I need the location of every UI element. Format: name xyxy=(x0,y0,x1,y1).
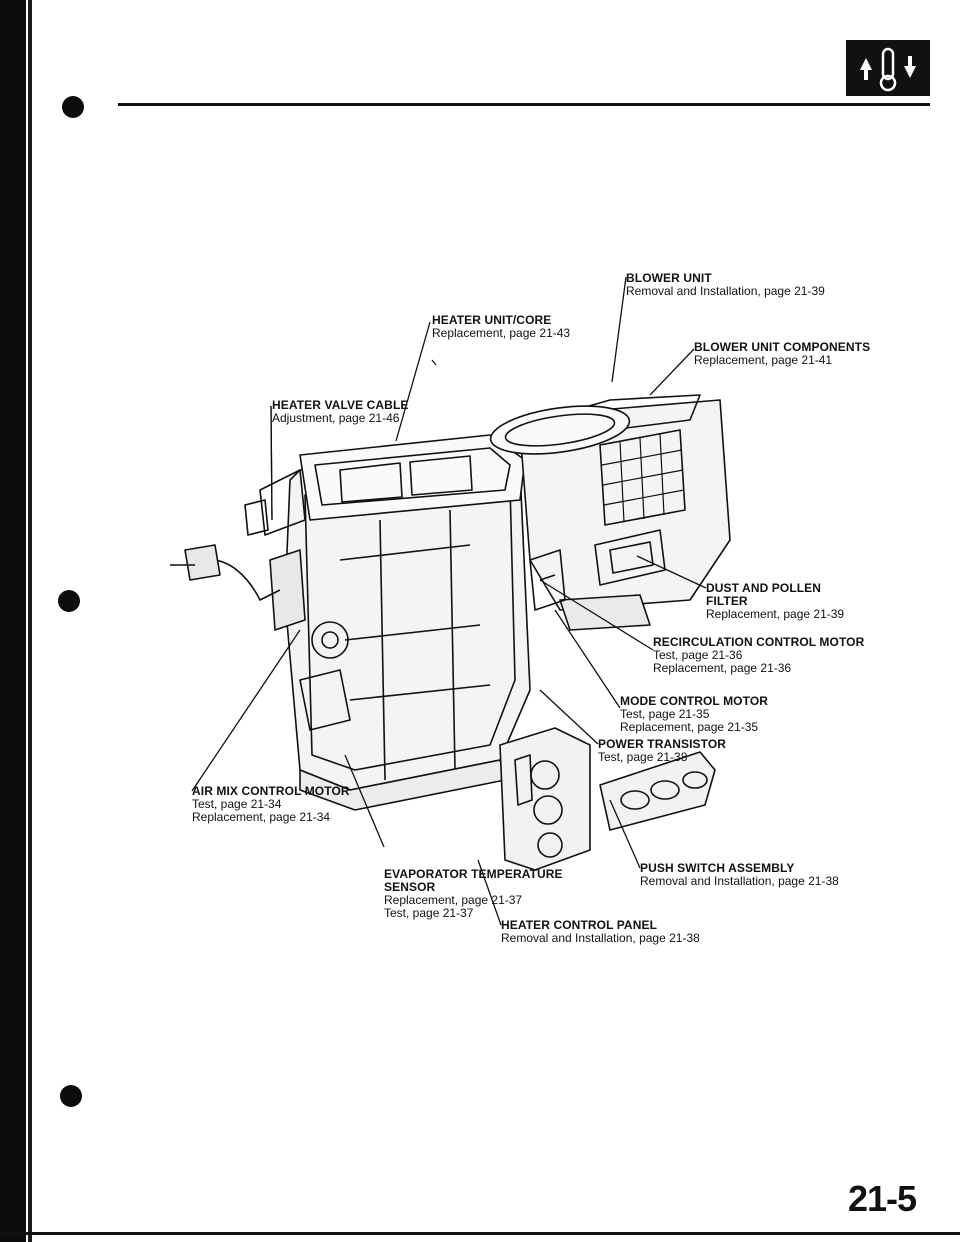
callout-ref: Replacement, page 21-34 xyxy=(192,810,331,824)
callout-ref: Removal and Installation, page 21-39 xyxy=(626,284,825,298)
binding-bar xyxy=(0,0,26,1242)
callout-air-mix-control-motor: AIR MIX CONTROL MOTOR Test, page 21-34 R… xyxy=(192,785,350,824)
callout-title: BLOWER UNIT COMPONENTS xyxy=(694,340,871,354)
callout-title: HEATER CONTROL PANEL xyxy=(501,918,658,932)
callout-ref: Replacement, page 21-36 xyxy=(653,661,792,675)
callout-ref: Test, page 21-36 xyxy=(653,648,743,662)
callout-title: EVAPORATOR TEMPERATURE xyxy=(384,867,563,881)
callout-ref: Replacement, page 21-39 xyxy=(706,607,845,621)
callout-blower-unit-components: BLOWER UNIT COMPONENTS Replacement, page… xyxy=(694,341,870,367)
page-number: 21-5 xyxy=(847,1178,917,1219)
callout-title-2: SENSOR xyxy=(384,880,436,894)
callout-title: POWER TRANSISTOR xyxy=(598,737,727,751)
callout-ref: Test, page 21-37 xyxy=(384,906,474,920)
callout-evaporator-temperature-sensor: EVAPORATOR TEMPERATURE SENSOR Replacemen… xyxy=(384,868,563,920)
footer-rule xyxy=(0,1232,960,1235)
callout-blower-unit: BLOWER UNIT Removal and Installation, pa… xyxy=(626,272,825,298)
callout-title: PUSH SWITCH ASSEMBLY xyxy=(640,861,795,875)
callout-title: BLOWER UNIT xyxy=(626,271,712,285)
callout-push-switch-assembly: PUSH SWITCH ASSEMBLY Removal and Install… xyxy=(640,862,839,888)
callout-power-transistor: POWER TRANSISTOR Test, page 21-38 xyxy=(598,738,726,764)
callout-heater-valve-cable: HEATER VALVE CABLE Adjustment, page 21-4… xyxy=(272,399,408,425)
callout-ref: Test, page 21-35 xyxy=(620,707,710,721)
callout-dust-pollen-filter: DUST AND POLLEN FILTER Replacement, page… xyxy=(706,582,844,621)
binding-stripe xyxy=(28,0,32,1242)
binding-notch xyxy=(62,96,84,118)
callout-mode-control-motor: MODE CONTROL MOTOR Test, page 21-35 Repl… xyxy=(620,695,768,734)
callout-heater-unit-core: HEATER UNIT/CORE Replacement, page 21-43 xyxy=(432,314,570,340)
binding-notch xyxy=(60,1085,82,1107)
callout-title: HEATER UNIT/CORE xyxy=(432,313,552,327)
callout-ref: Removal and Installation, page 21-38 xyxy=(501,931,700,945)
callout-ref: Test, page 21-34 xyxy=(192,797,282,811)
header-rule xyxy=(118,103,930,106)
callout-title: AIR MIX CONTROL MOTOR xyxy=(192,784,350,798)
callout-recirculation-control-motor: RECIRCULATION CONTROL MOTOR Test, page 2… xyxy=(653,636,864,675)
callout-title: MODE CONTROL MOTOR xyxy=(620,694,769,708)
climate-section-icon xyxy=(846,40,930,96)
callout-title: HEATER VALVE CABLE xyxy=(272,398,409,412)
callout-title: DUST AND POLLEN xyxy=(706,581,822,595)
callout-ref: Adjustment, page 21-46 xyxy=(272,411,400,425)
binding-notch xyxy=(58,590,80,612)
callout-title: RECIRCULATION CONTROL MOTOR xyxy=(653,635,865,649)
callout-ref: Replacement, page 21-43 xyxy=(432,326,571,340)
callout-ref: Removal and Installation, page 21-38 xyxy=(640,874,839,888)
callout-ref: Replacement, page 21-37 xyxy=(384,893,523,907)
callout-ref: Replacement, page 21-41 xyxy=(694,353,833,367)
callout-heater-control-panel: HEATER CONTROL PANEL Removal and Install… xyxy=(501,919,700,945)
callout-ref: Replacement, page 21-35 xyxy=(620,720,759,734)
callout-title-2: FILTER xyxy=(706,594,748,608)
callout-ref: Test, page 21-38 xyxy=(598,750,688,764)
